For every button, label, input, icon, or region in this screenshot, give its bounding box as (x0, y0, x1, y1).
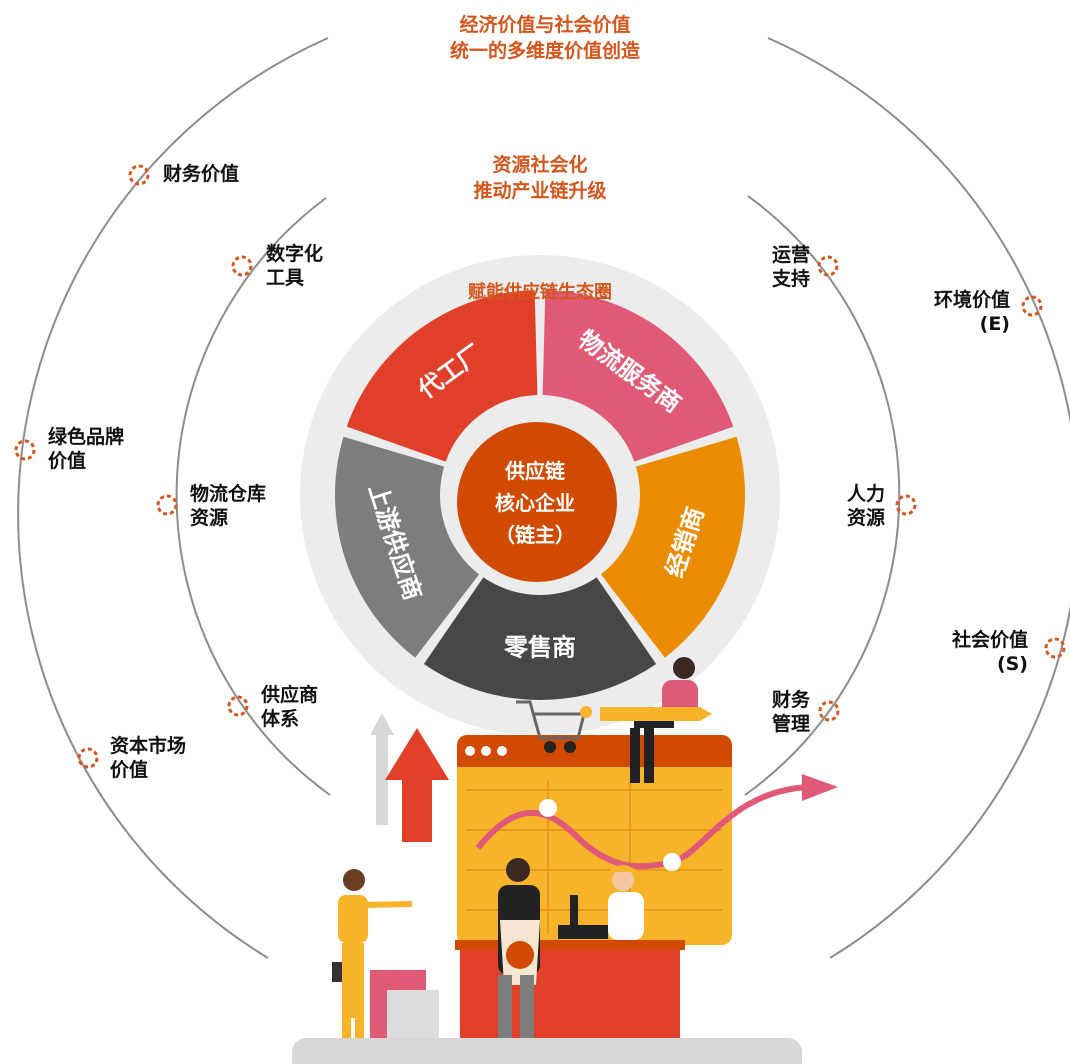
shoppers-illustration (332, 858, 540, 1058)
marker-supplier-system (227, 695, 249, 717)
marker-hr (895, 494, 917, 516)
outer-arc-left (17, 37, 329, 959)
top-header-line-2: 统一的多维度价值创造 (449, 40, 640, 62)
label-hr-line-2: 资源 (846, 507, 885, 529)
label-logistics-warehouse-line-1: 物流仓库 (190, 483, 267, 505)
ring-segments (335, 290, 745, 700)
label-finance-value: 财务价值 (163, 162, 239, 186)
marker-digital-tools (231, 255, 253, 277)
marker-operations (817, 255, 839, 277)
ring-segment-label-3: 零售商 (503, 634, 576, 662)
core-line-1: 供应链 (505, 459, 565, 483)
floor (292, 1038, 802, 1064)
core-label: 供应链 核心企业 （链主） (460, 455, 610, 551)
marker-logistics-warehouse (156, 494, 178, 516)
label-logistics-warehouse-line-2: 资源 (190, 507, 229, 529)
label-social-value: 社会价值 (S) (898, 628, 1028, 676)
inner-arc-left (175, 197, 331, 796)
label-supplier-system-line-2: 体系 (261, 708, 300, 730)
label-hr-line-1: 人力 (846, 483, 885, 505)
label-capital-market-line-1: 资本市场 (110, 735, 187, 757)
label-digital-tools-line-1: 数字化 (266, 243, 324, 265)
middle-header-line-1: 资源社会化 (492, 154, 588, 176)
label-supplier-system: 供应商 体系 (261, 683, 318, 731)
marker-social (1044, 637, 1066, 659)
label-social-line-1: 社会价值 (951, 629, 1028, 651)
label-digital-tools: 数字化 工具 (266, 242, 323, 290)
inner-arc-right (744, 195, 901, 796)
ring-segment-3 (423, 577, 657, 700)
top-header-line-1: 经济价值与社会价值 (459, 14, 631, 36)
core-line-2: 核心企业 (495, 491, 575, 515)
label-green-brand-line-1: 绿色品牌 (48, 426, 125, 448)
label-environment-line-1: 环境价值 (933, 289, 1010, 311)
markers (14, 164, 1066, 769)
label-logistics-warehouse: 物流仓库 资源 (190, 482, 266, 530)
label-operations-support: 运营 支持 (740, 243, 810, 291)
marker-finance-value (128, 164, 150, 186)
growth-arrows (370, 713, 449, 842)
label-capital-market-value: 资本市场 价值 (110, 734, 186, 782)
label-digital-tools-line-2: 工具 (266, 267, 305, 289)
middle-header-line-2: 推动产业链升级 (473, 180, 607, 202)
label-environment-value: 环境价值 (E) (880, 288, 1010, 336)
label-finance-mgmt-line-1: 财务 (771, 689, 810, 711)
core-line-3: （链主） (495, 523, 575, 547)
ring-segment-4 (335, 436, 480, 658)
middle-header: 资源社会化 推动产业链升级 (420, 152, 660, 204)
outer-arc-right (767, 37, 1070, 959)
marker-green-brand (14, 439, 36, 461)
label-operations-line-1: 运营 (771, 244, 810, 266)
top-header: 经济价值与社会价值 统一的多维度价值创造 (400, 12, 690, 64)
ring-title: 赋能供应链生态圈 (468, 282, 612, 303)
label-finance-mgmt-line-2: 管理 (771, 713, 810, 735)
marker-environment (1021, 295, 1043, 317)
label-operations-line-2: 支持 (771, 268, 810, 290)
label-green-brand-value: 绿色品牌 价值 (48, 425, 124, 473)
label-supplier-system-line-1: 供应商 (261, 684, 319, 706)
ring-segment-0 (346, 290, 538, 462)
label-finance-value-line-1: 财务价值 (163, 163, 240, 185)
marker-finance-mgmt (818, 700, 840, 722)
marker-capital-market (77, 747, 99, 769)
label-capital-market-line-2: 价值 (110, 759, 149, 781)
core-circle (457, 422, 617, 582)
label-green-brand-line-2: 价值 (48, 450, 87, 472)
label-environment-line-2: (E) (979, 313, 1010, 335)
ring-segment-1 (542, 290, 734, 462)
label-social-line-2: (S) (996, 653, 1028, 675)
label-finance-management: 财务 管理 (740, 688, 810, 736)
ring-segment-2 (600, 436, 745, 658)
label-hr-resources: 人力 资源 (810, 482, 885, 530)
